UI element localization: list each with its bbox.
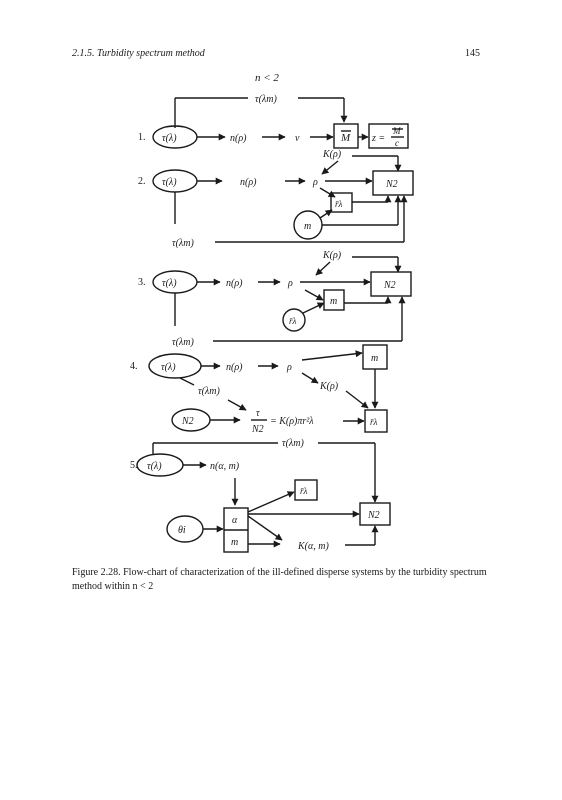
r2-n-rho: n(ρ) (240, 177, 257, 188)
r1-number: 1. (138, 132, 146, 143)
r1-v: v (295, 133, 300, 144)
r4-m: m (371, 353, 378, 364)
r4-r-lambda-box (364, 409, 388, 433)
r1-z-box (368, 123, 409, 149)
r1-z: z = (371, 133, 385, 144)
r2-tau: τ(λ) (162, 177, 177, 188)
r5-N2: N2 (367, 510, 380, 521)
r1-z-den: c (395, 138, 399, 148)
r1-tau-m: τ(λm) (255, 94, 277, 105)
r1-z-num: M (392, 126, 401, 136)
r3-m: m (330, 296, 337, 307)
r2-m: m (304, 221, 311, 232)
r2-N2-box (372, 170, 414, 196)
r3-tau: τ(λ) (162, 278, 177, 289)
page-number: 145 (465, 48, 480, 59)
r2-K: K(ρ) (322, 149, 342, 160)
r1-n-rho: n(ρ) (230, 133, 247, 144)
r4-K: K(ρ) (319, 381, 339, 392)
r4-eq-rhs: = K(ρ)πr²λ (270, 416, 314, 427)
r2-tau-m: τ(λm) (172, 238, 194, 249)
r3-N2-box (370, 271, 412, 297)
r2-number: 2. (138, 176, 146, 187)
r4-eq-den: N2 (251, 424, 264, 435)
r5-tau: τ(λ) (147, 461, 162, 472)
r2-N2: N2 (385, 179, 398, 190)
figure-caption: Figure 2.28. Flow-chart of characterizat… (72, 567, 487, 592)
r5-K-am: K(α, m) (297, 541, 329, 552)
r5-r-lambda: r̄λ (300, 486, 308, 496)
r3-rho: ρ (287, 278, 293, 289)
r5-tau-m: τ(λm) (282, 438, 304, 449)
r3-K: K(ρ) (322, 250, 342, 261)
r4-rho: ρ (286, 362, 292, 373)
r2-rho: ρ (312, 177, 318, 188)
r3-N2: N2 (383, 280, 396, 291)
r3-number: 3. (138, 277, 146, 288)
r4-eq-num: τ (256, 408, 260, 419)
condition-label: n < 2 (255, 72, 279, 84)
r5-alpha: α (232, 515, 238, 526)
r5-theta: θi (178, 525, 186, 536)
r5-number: 5. (130, 460, 138, 471)
r5-m: m (231, 537, 238, 548)
r3-m-box (323, 289, 345, 311)
r3-n-rho: n(ρ) (226, 278, 243, 289)
r3-tau-m: τ(λm) (172, 337, 194, 348)
running-header: 2.1.5. Turbidity spectrum method (72, 48, 205, 59)
r5-n-am: n(α, m) (210, 461, 240, 472)
r5-r-lambda-box (294, 479, 318, 501)
r1-M-box (333, 123, 359, 149)
r4-N2: N2 (181, 416, 194, 427)
r4-n-rho: n(ρ) (226, 362, 243, 373)
r2-r-lambda: r̄λ (335, 199, 343, 209)
r3-r-lambda-node (282, 308, 306, 332)
r4-tau-m: τ(λm) (198, 386, 220, 397)
r5-N2-box (359, 502, 391, 526)
r1-M: M (340, 132, 351, 144)
r1-tau: τ(λ) (162, 133, 177, 144)
r4-tau: τ(λ) (161, 362, 176, 373)
r3-r-lambda: r̄λ (289, 316, 297, 326)
r4-r-lambda: r̄λ (370, 417, 378, 427)
r4-number: 4. (130, 361, 138, 372)
